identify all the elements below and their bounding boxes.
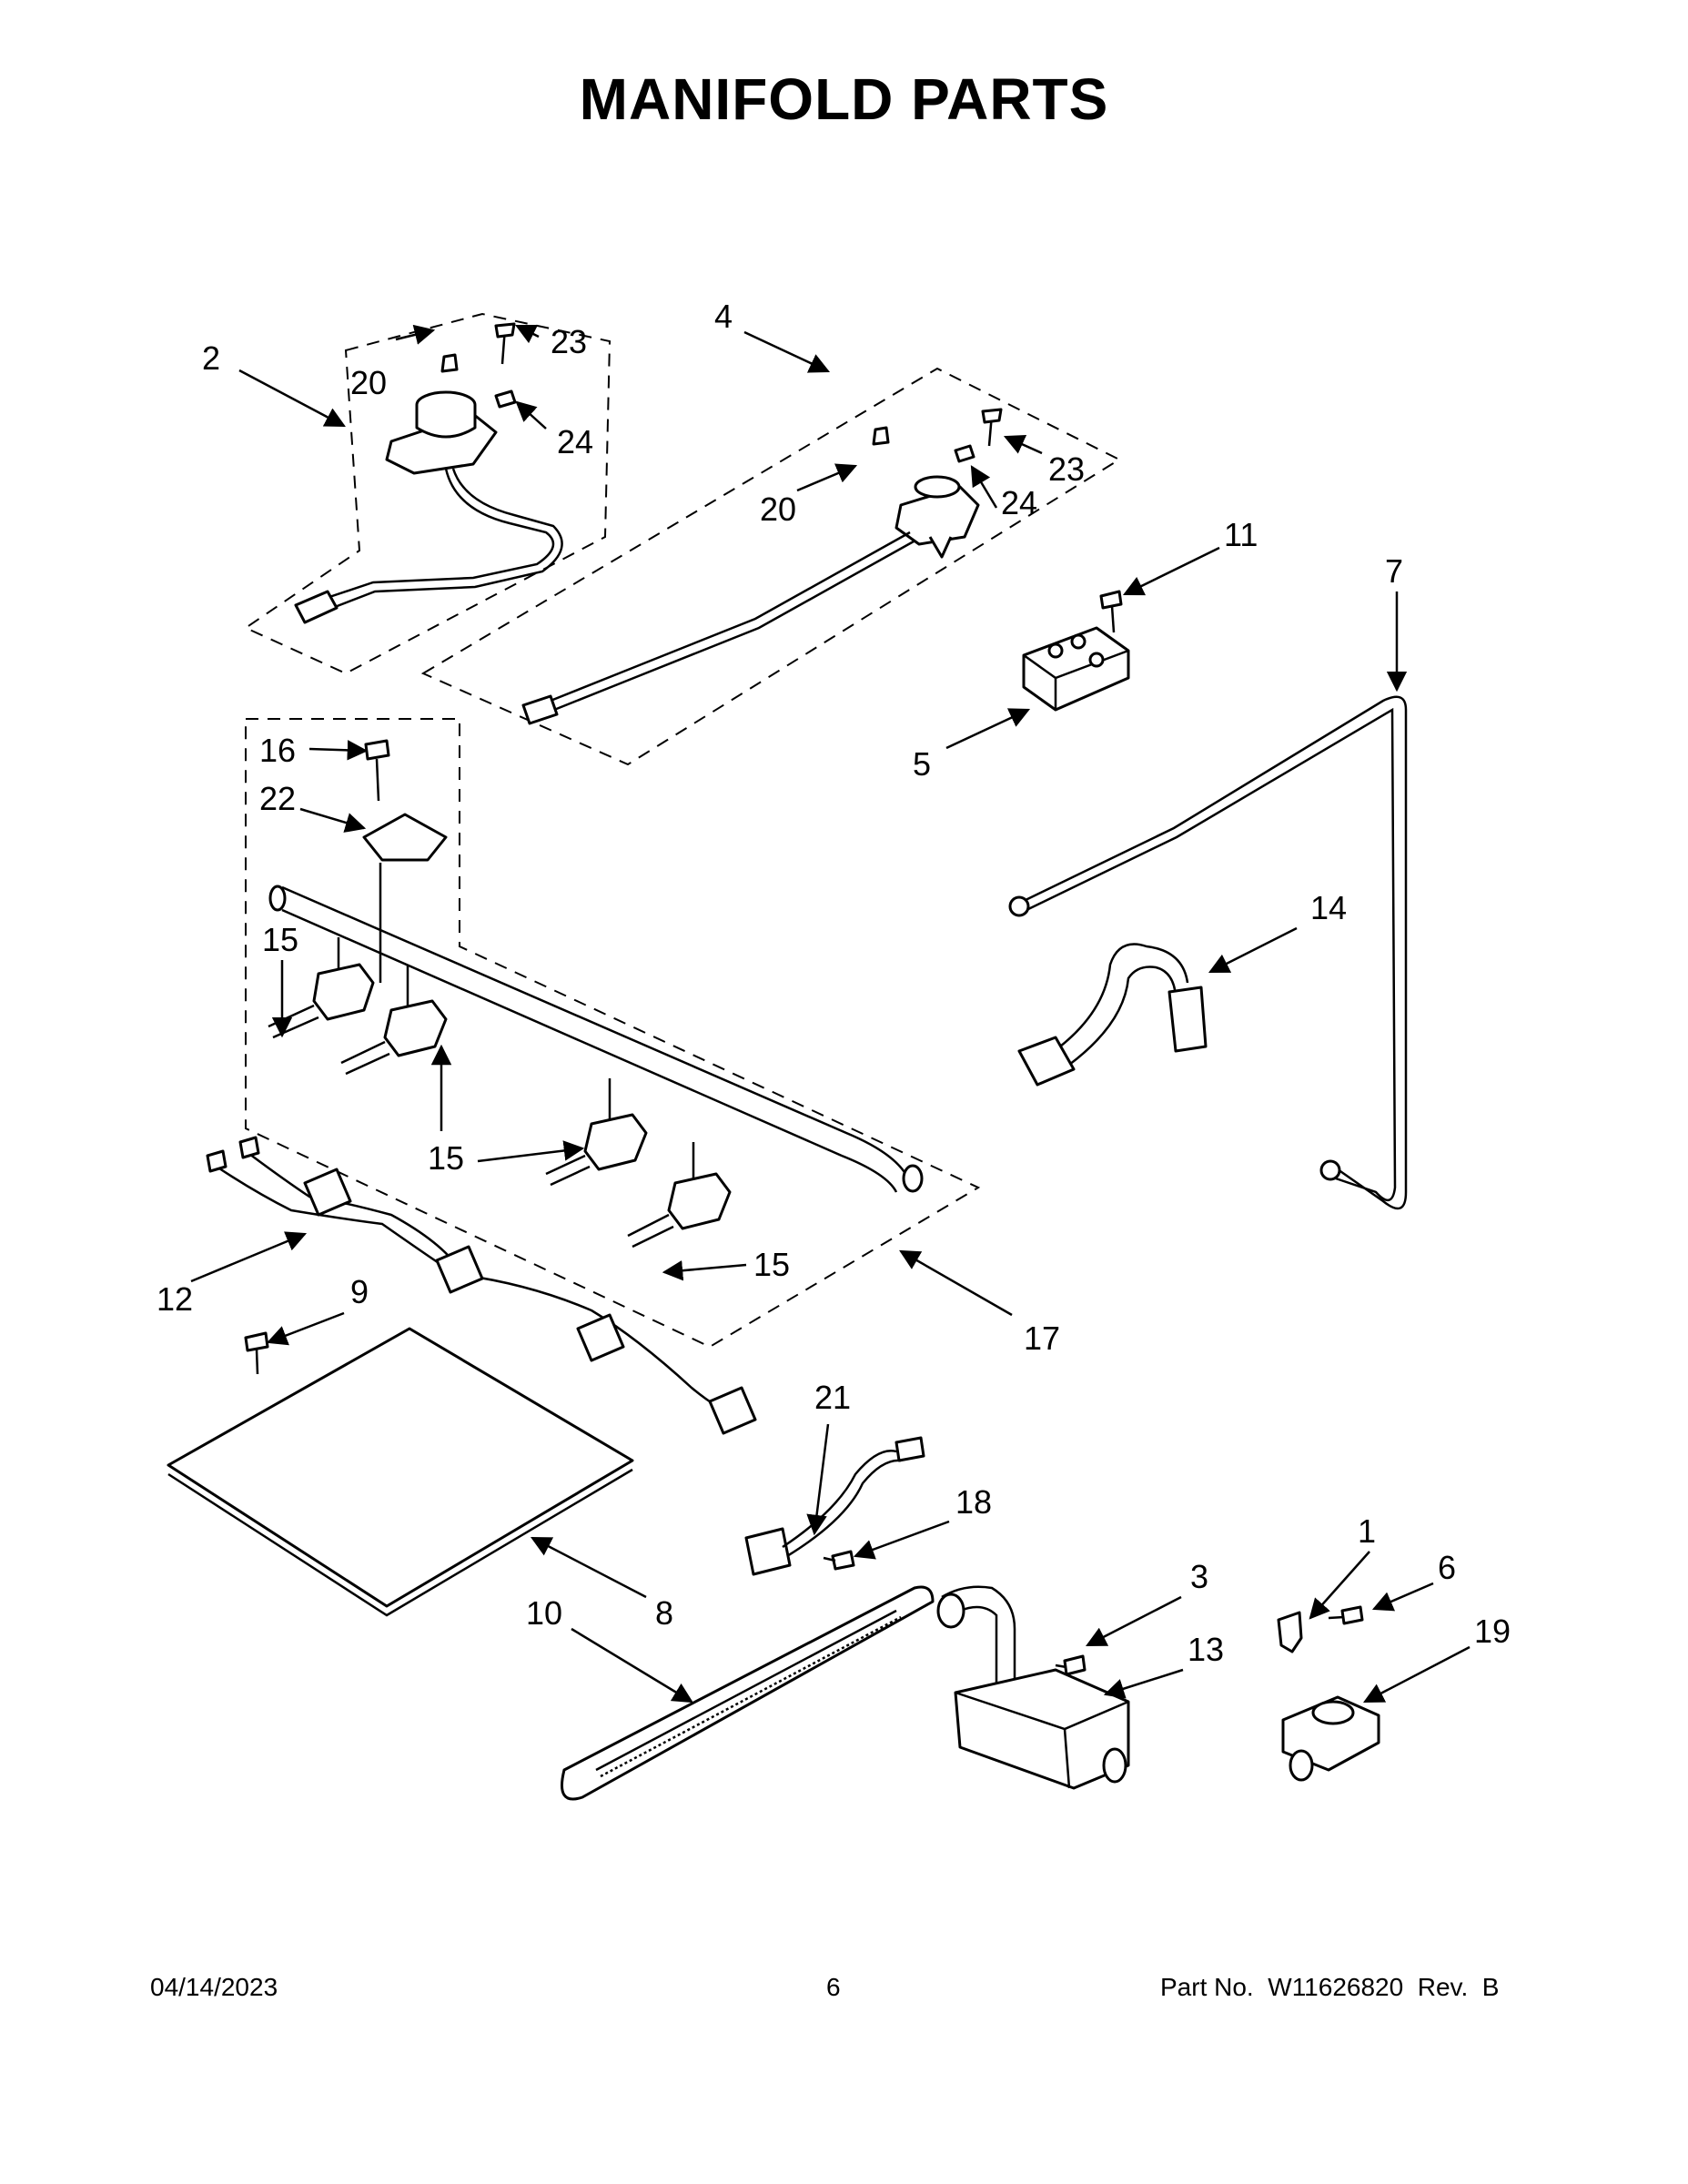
manifold-pipe-part-17	[268, 885, 924, 1193]
callout-9: 9	[350, 1273, 369, 1310]
callout-8: 8	[655, 1594, 673, 1632]
orifice-part-20b	[872, 426, 890, 446]
burner-base-assembly-part-2	[294, 390, 563, 624]
callout-13: 13	[1188, 1631, 1224, 1668]
valve-block-part-5	[1022, 626, 1130, 712]
screw-part-6	[1328, 1605, 1364, 1625]
callout-1: 1	[1358, 1512, 1376, 1550]
footer-page-number: 6	[826, 1973, 841, 2001]
callout-23: 23	[1048, 450, 1085, 488]
regulator-part-19	[1281, 1695, 1380, 1782]
page-title: MANIFOLD PARTS	[579, 66, 1109, 132]
bracket-part-22	[362, 813, 448, 983]
heat-shield-part-8	[167, 1327, 634, 1617]
callout-23: 23	[551, 323, 587, 360]
tube-part-7	[1008, 695, 1408, 1210]
screw-part-9	[244, 1331, 269, 1375]
callout-17: 17	[1024, 1320, 1060, 1357]
callout-20: 20	[760, 490, 796, 528]
callout-24: 24	[1001, 484, 1037, 521]
callout-10: 10	[526, 1594, 562, 1632]
group-box-burner-2	[243, 312, 612, 675]
valve-part-15c	[545, 1078, 648, 1187]
clip-part-24b	[954, 444, 975, 463]
callout-20: 20	[350, 364, 387, 401]
callout-6: 6	[1438, 1549, 1456, 1586]
valve-part-15d	[627, 1142, 732, 1249]
callout-15: 15	[262, 921, 298, 958]
callout-7: 7	[1385, 552, 1403, 590]
callout-22: 22	[259, 780, 296, 817]
callout-3: 3	[1190, 1558, 1208, 1595]
callout-11: 11	[1224, 516, 1258, 553]
screw-part-23a	[494, 322, 516, 365]
group-box-burner-4	[420, 367, 1122, 766]
callout-24: 24	[557, 423, 593, 460]
screw-part-3	[1055, 1654, 1087, 1676]
clip-part-24a	[494, 389, 517, 409]
callout-21: 21	[814, 1379, 851, 1416]
burner-base-assembly-part-4	[521, 475, 980, 725]
screw-part-11	[1099, 590, 1123, 633]
callout-19: 19	[1474, 1613, 1511, 1650]
callout-18: 18	[955, 1483, 992, 1521]
screw-part-16	[364, 739, 390, 802]
igniter-wire-part-21	[744, 1436, 925, 1576]
callout-14: 14	[1310, 889, 1347, 926]
screw-part-23b	[981, 408, 1003, 447]
footer-part-number: Part No. W11626820 Rev. B	[1160, 1973, 1500, 2001]
callout-12: 12	[157, 1280, 193, 1318]
callout-15: 15	[428, 1139, 464, 1177]
callout-5: 5	[913, 745, 931, 783]
oven-burner-tube-part-10	[561, 1585, 935, 1801]
safety-valve-part-13	[936, 1585, 1130, 1790]
callout-16: 16	[259, 732, 296, 769]
wire-harness-part-12	[206, 1136, 757, 1435]
callout-4: 4	[714, 298, 733, 335]
callout-15: 15	[753, 1246, 790, 1283]
orifice-part-20a	[440, 353, 459, 373]
callout-2: 2	[202, 339, 220, 377]
flex-hose-part-14	[1017, 943, 1208, 1087]
footer-date: 04/14/2023	[150, 1973, 278, 2001]
bracket-part-1	[1277, 1611, 1303, 1653]
screw-part-18	[823, 1550, 855, 1571]
group-box-manifold-17	[245, 718, 981, 1349]
leader-lines	[190, 324, 1471, 1704]
